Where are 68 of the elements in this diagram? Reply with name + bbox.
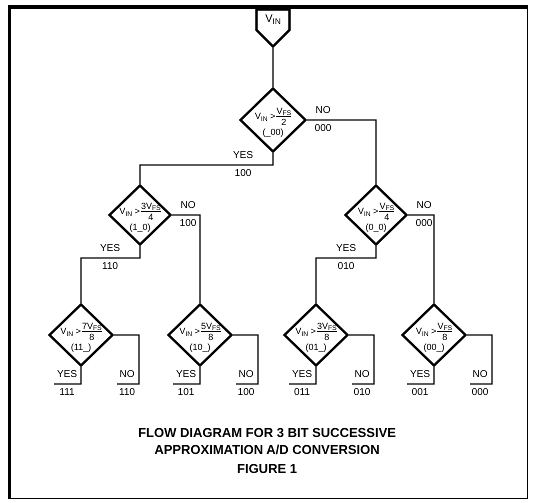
bit-code: (10_) — [189, 342, 210, 352]
edge-label: YES 111 — [56, 368, 78, 400]
fraction-numerator: V$_{FS}$ — [437, 320, 452, 332]
edge-label: NO 000 — [470, 368, 490, 400]
edge-label: YES 011 — [290, 368, 313, 400]
bit-code: (00_) — [423, 342, 444, 352]
fraction-numerator: 5V$_{FS}$ — [200, 320, 221, 332]
decision-diamond — [167, 303, 233, 367]
fraction-numerator: 3V$_{FS}$ — [140, 200, 161, 212]
fraction-numerator: 7V$_{FS}$ — [82, 320, 102, 332]
condition-text: V$_{IN}$ > — [119, 206, 140, 216]
node-label: V$_{IN}$ — [265, 13, 281, 26]
decision-diamond — [401, 303, 467, 367]
flow-line — [289, 367, 317, 385]
fraction-denominator: 8 — [442, 332, 448, 342]
edge-label: NO 100 — [236, 368, 256, 400]
fraction-numerator: 3V$_{FS}$ — [316, 320, 337, 332]
flow-line — [408, 214, 435, 303]
figure-number: FIGURE 1 — [236, 460, 298, 477]
edge-label: YES 110 — [98, 242, 121, 274]
condition-text: V$_{IN}$ > — [179, 326, 200, 336]
edge-label: NO 010 — [352, 368, 372, 400]
condition-text: V$_{IN}$ > — [254, 111, 276, 121]
fraction-denominator: 8 — [89, 332, 94, 342]
bit-code: (01_) — [305, 342, 326, 352]
condition-text: V$_{IN}$ > — [416, 326, 436, 336]
flow-line — [80, 246, 141, 303]
edge-label: YES 010 — [334, 242, 357, 274]
flow-line — [233, 334, 259, 385]
flow-line — [54, 367, 82, 385]
decision-diamond — [108, 184, 172, 246]
fraction-denominator: 4 — [384, 212, 390, 222]
bit-code: (_00) — [262, 126, 284, 136]
condition-text: V$_{IN}$ > — [60, 326, 81, 336]
bit-code: (1_0) — [129, 222, 150, 232]
flow-line — [139, 153, 274, 184]
figure-caption: FLOW DIAGRAM FOR 3 BIT SUCCESSIVE APPROXIMATION A/D CONVERSION — [137, 424, 397, 458]
flow-line — [349, 334, 375, 385]
fraction-numerator: V$_{FS}$ — [276, 106, 292, 116]
bit-code: (11_) — [70, 342, 92, 352]
flow-line — [307, 119, 377, 184]
flow-line — [315, 246, 377, 303]
flow-line — [407, 367, 435, 385]
fraction-denominator: 4 — [148, 212, 154, 222]
edge-label: NO 000 — [414, 199, 434, 231]
flow-line — [114, 334, 140, 385]
flow-line — [467, 334, 493, 385]
condition-text: V$_{IN}$ > — [358, 206, 378, 216]
decision-diamond — [344, 184, 408, 246]
bit-code: (0_0) — [365, 222, 386, 232]
flow-line — [173, 367, 201, 385]
decision-diamond — [283, 303, 349, 367]
edge-label: YES 101 — [174, 368, 197, 400]
fraction-denominator: 2 — [281, 116, 286, 126]
edge-label: YES 001 — [408, 368, 431, 400]
input-pentagon — [255, 8, 291, 48]
edge-label: NO 000 — [314, 104, 332, 136]
decision-diamond — [239, 87, 307, 153]
flow-line — [172, 214, 201, 303]
flow-line — [272, 48, 274, 87]
decision-diamond — [48, 303, 114, 367]
fraction-numerator: V$_{FS}$ — [379, 200, 394, 212]
fraction-denominator: 8 — [324, 332, 330, 342]
edge-label: NO 110 — [118, 368, 136, 400]
fraction-denominator: 8 — [208, 332, 214, 342]
edge-label: NO 100 — [178, 199, 198, 231]
condition-text: V$_{IN}$ > — [295, 326, 316, 336]
edge-label: YES 100 — [232, 149, 254, 181]
